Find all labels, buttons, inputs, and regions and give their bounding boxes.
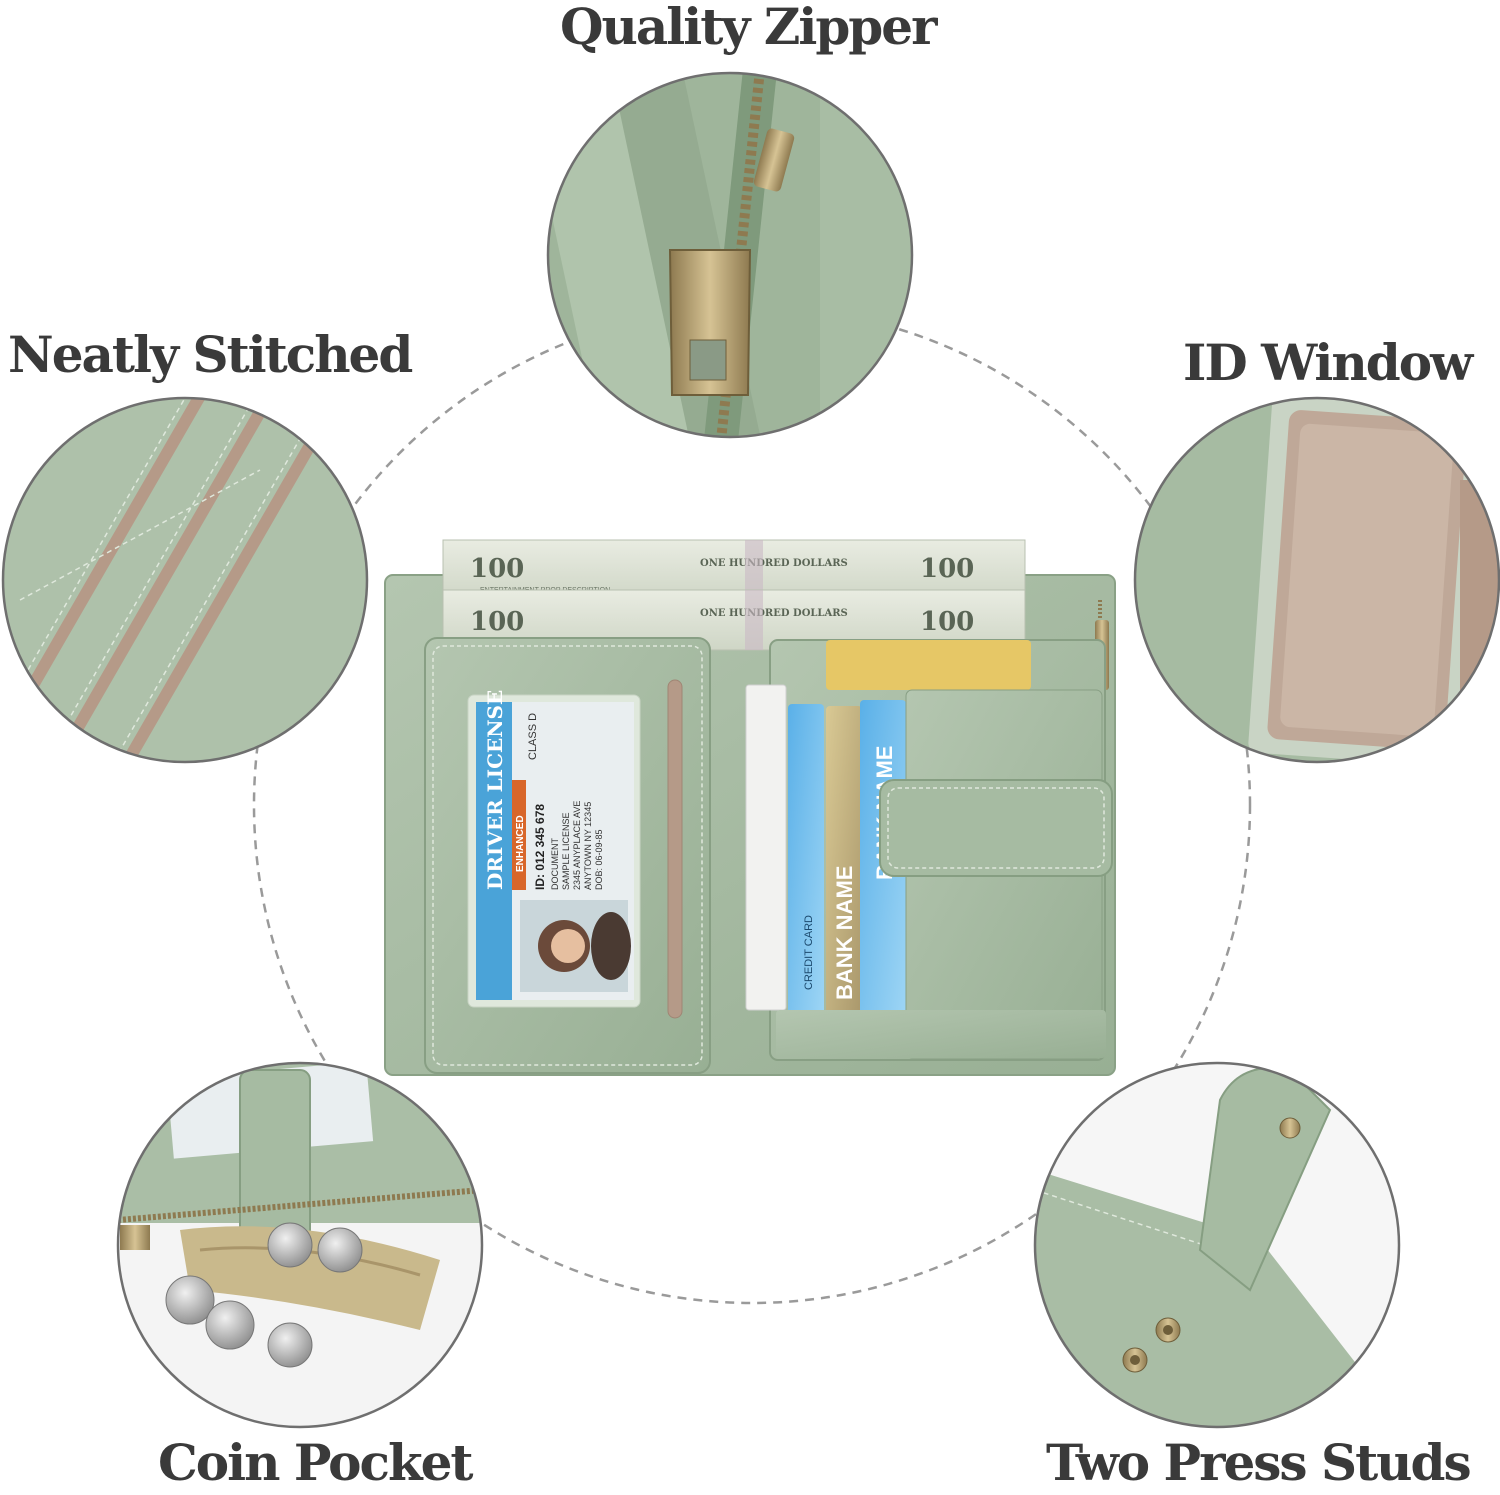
license-id: ID: 012 345 678 bbox=[533, 804, 547, 890]
credit-card-label: CREDIT CARD bbox=[803, 915, 815, 990]
license-addr1: 2345 ANYPLACE AVE bbox=[572, 801, 582, 890]
detail-quality-zipper bbox=[546, 71, 914, 439]
detail-id-window bbox=[1133, 396, 1500, 764]
license-dob: DOB: 06-09-85 bbox=[594, 829, 604, 890]
banknote-legend: ONE HUNDRED DOLLARS bbox=[700, 608, 848, 619]
driver-license: DRIVER LICENSE ENHANCED CLASS D ID: 012 … bbox=[476, 690, 634, 1000]
clasp-strap bbox=[879, 779, 1113, 877]
coin-icon bbox=[267, 1222, 313, 1268]
label-quality-zipper: Quality Zipper bbox=[560, 0, 937, 56]
license-name: SAMPLE LICENSE bbox=[561, 812, 571, 890]
wallet-main: 100 100 ONE HUNDRED DOLLARS ENTERTAINMEN… bbox=[384, 539, 1116, 1076]
license-class: CLASS D bbox=[527, 713, 539, 760]
press-stud-icon bbox=[1279, 1117, 1301, 1139]
license-doc: DOCUMENT bbox=[550, 838, 560, 890]
banknote-denomination-right: 100 bbox=[920, 554, 974, 584]
banknote-denomination-left: 100 bbox=[470, 554, 524, 584]
label-two-press-studs: Two Press Studs bbox=[1046, 1433, 1472, 1492]
detail-neatly-stitched bbox=[1, 396, 369, 764]
label-neatly-stitched: Neatly Stitched bbox=[8, 325, 413, 384]
coin-icon bbox=[165, 1275, 215, 1325]
credit-card-blue: CREDIT CARD bbox=[788, 704, 824, 1034]
coin-icon bbox=[267, 1322, 313, 1368]
detail-two-press-studs bbox=[1033, 1061, 1401, 1429]
coin-icon bbox=[317, 1227, 363, 1273]
label-id-window: ID Window bbox=[1183, 333, 1473, 392]
coin-icon bbox=[205, 1300, 255, 1350]
dashed-ring bbox=[252, 305, 1252, 1305]
banknote-legend: ONE HUNDRED DOLLARS bbox=[700, 558, 848, 569]
license-enhanced: ENHANCED bbox=[515, 815, 526, 872]
banknote-denomination-left: 100 bbox=[470, 607, 524, 637]
banknote-denomination-right: 100 bbox=[920, 607, 974, 637]
license-addr2: ANYTOWN NY 12345 bbox=[583, 802, 593, 890]
bank-name-label: BANK NAME bbox=[832, 866, 857, 1000]
label-coin-pocket: Coin Pocket bbox=[158, 1433, 473, 1492]
license-header: DRIVER LICENSE bbox=[483, 690, 507, 890]
clasp-strap bbox=[239, 1069, 311, 1241]
credit-card-gold: BANK NAME bbox=[826, 706, 862, 1032]
detail-coin-pocket bbox=[116, 1061, 484, 1429]
